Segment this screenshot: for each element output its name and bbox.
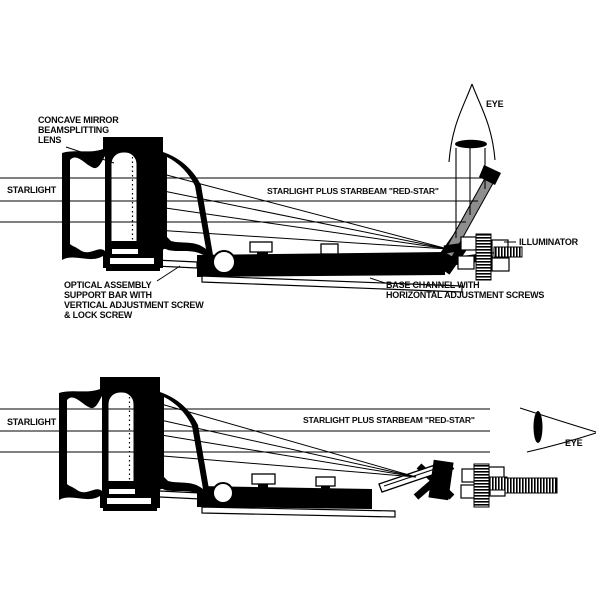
eye-icon	[448, 83, 496, 163]
lens-label-line: BEAMSPLITTING	[38, 125, 109, 135]
optical-assembly	[57, 375, 212, 513]
base-channel-label-line: BASE CHANNEL WITH	[386, 280, 480, 290]
support-bar-label-line: SUPPORT BAR WITH	[64, 290, 152, 300]
channel-rail	[201, 275, 463, 293]
support-bar-label-line: & LOCK SCREW	[64, 310, 133, 320]
support-bar-label: OPTICAL ASSEMBLY SUPPORT BAR WITH VERTIC…	[64, 280, 204, 320]
starlight-rays	[0, 408, 490, 453]
support-bar-label-line: VERTICAL ADJUSTMENT SCREW	[64, 300, 204, 310]
leader-line	[369, 277, 386, 284]
horizontal-screw	[320, 243, 339, 255]
horizontal-screw	[251, 473, 276, 485]
mirror-cap	[479, 165, 501, 185]
horizontal-screw	[249, 241, 273, 253]
screw-tab	[258, 484, 268, 489]
knurled-rod	[493, 246, 523, 258]
knurled-rod	[488, 476, 508, 491]
eye-label-bottom: EYE	[565, 438, 583, 448]
horizontal-screw	[315, 476, 336, 487]
channel-rail	[201, 506, 396, 518]
knurled-knob	[475, 233, 492, 281]
redstar-beam-fan	[136, 397, 417, 478]
eye-icon	[519, 407, 597, 453]
adjustment-knob	[212, 482, 234, 504]
adjustment-knob	[212, 250, 236, 274]
starlight-rays	[0, 177, 490, 223]
base-channel-label: BASE CHANNEL WITH HORIZONTAL ADJUSTMENT …	[386, 280, 544, 300]
illuminator	[443, 233, 523, 281]
redstar-beam-fan	[137, 167, 449, 250]
leader-line	[65, 146, 115, 164]
lens-label: CONCAVE MIRROR BEAMSPLITTING LENS	[38, 115, 119, 145]
support-bar-label-line: OPTICAL ASSEMBLY	[64, 280, 152, 290]
mirror-edge	[383, 468, 436, 487]
screw-tab	[257, 252, 268, 257]
mirror-mount	[428, 459, 454, 501]
knurled-knob	[473, 463, 490, 508]
screw-tab	[325, 254, 334, 259]
starlight-label-bottom: STARLIGHT	[7, 417, 57, 427]
bottom-diagram	[0, 375, 597, 518]
base-channel	[197, 486, 372, 509]
lens-label-line: LENS	[38, 135, 62, 145]
base-channel-label-line: HORIZONTAL ADJUSTMENT SCREWS	[386, 290, 545, 300]
base-channel	[197, 252, 445, 277]
knurled-rod	[504, 477, 558, 494]
starlight-label-top: STARLIGHT	[7, 185, 57, 195]
illuminator	[460, 463, 558, 508]
illuminator-label: ILLUMINATOR	[519, 237, 578, 247]
top-diagram	[0, 83, 523, 293]
lens-label-line: CONCAVE MIRROR	[38, 115, 119, 125]
beam-label-bottom: STARLIGHT PLUS STARBEAM "RED-STAR"	[303, 415, 475, 425]
screw-tab	[321, 486, 330, 491]
leader-line	[156, 265, 181, 282]
optical-assembly	[60, 135, 215, 273]
eye-label-top: EYE	[486, 99, 504, 109]
beam-label-top: STARLIGHT PLUS STARBEAM "RED-STAR"	[267, 186, 439, 196]
vertical-rays	[455, 148, 486, 238]
